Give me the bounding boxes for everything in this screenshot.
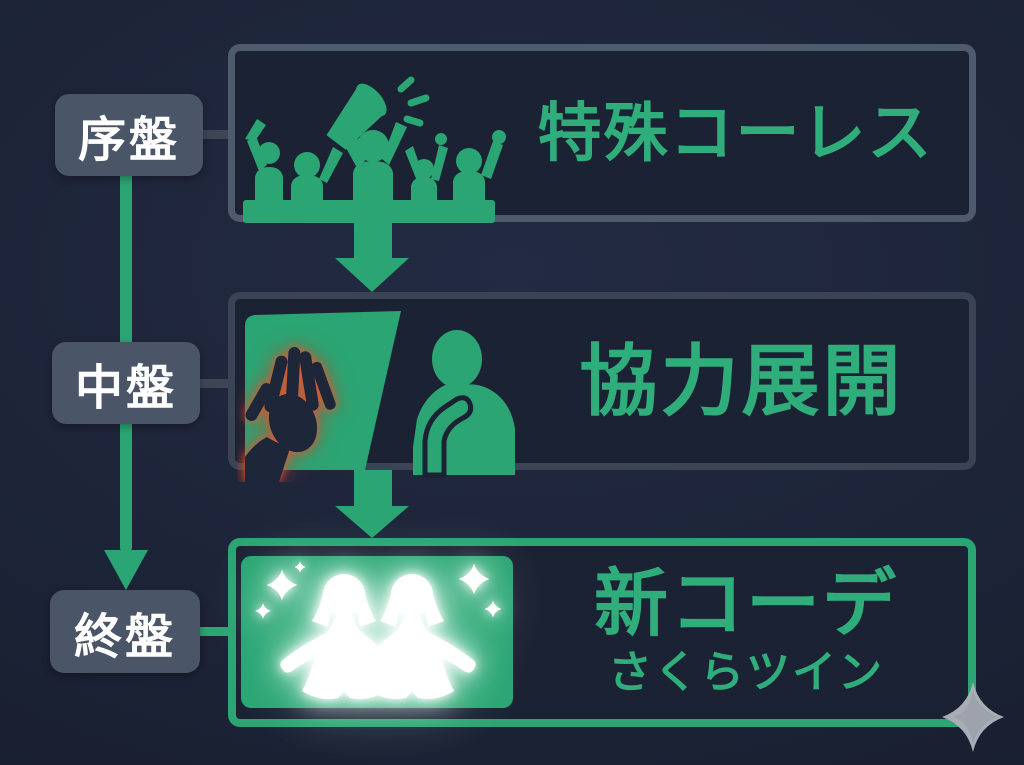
flow-box-new-outfit: 新コーデ さくらツイン bbox=[228, 538, 976, 727]
flow-box-special-call: 特殊コーレス bbox=[228, 44, 976, 223]
connector-early bbox=[203, 130, 230, 139]
box-title-new-outfit: 新コーデ bbox=[594, 561, 898, 645]
stage-label-early: 序盤 bbox=[55, 94, 203, 176]
down-arrow-head-icon bbox=[335, 258, 409, 292]
crowd-cheering-megaphone-icon bbox=[243, 76, 506, 223]
sparkling-twins-icon bbox=[255, 561, 502, 700]
flow-box-cooperation: 協力展開 bbox=[228, 292, 976, 482]
down-arrow-icon bbox=[354, 222, 392, 260]
down-arrow-head-icon bbox=[335, 506, 409, 538]
down-arrow-icon bbox=[354, 470, 392, 508]
box-title-special-call: 特殊コーレス bbox=[537, 97, 934, 169]
four-point-star-icon bbox=[942, 682, 1004, 752]
box-title-group-new-outfit: 新コーデ さくらツイン bbox=[528, 554, 964, 707]
stage-label-late: 終盤 bbox=[50, 590, 200, 673]
connector-mid bbox=[200, 379, 230, 388]
connector-late bbox=[200, 627, 234, 636]
box-subtitle-sakura-twin: さくらツイン bbox=[608, 647, 884, 697]
timeline-arrowhead-icon bbox=[104, 550, 148, 590]
reaching-hand-and-person-icon bbox=[245, 311, 515, 482]
box-title-cooperation: 協力展開 bbox=[579, 337, 904, 425]
stage-label-mid: 中盤 bbox=[52, 342, 200, 424]
